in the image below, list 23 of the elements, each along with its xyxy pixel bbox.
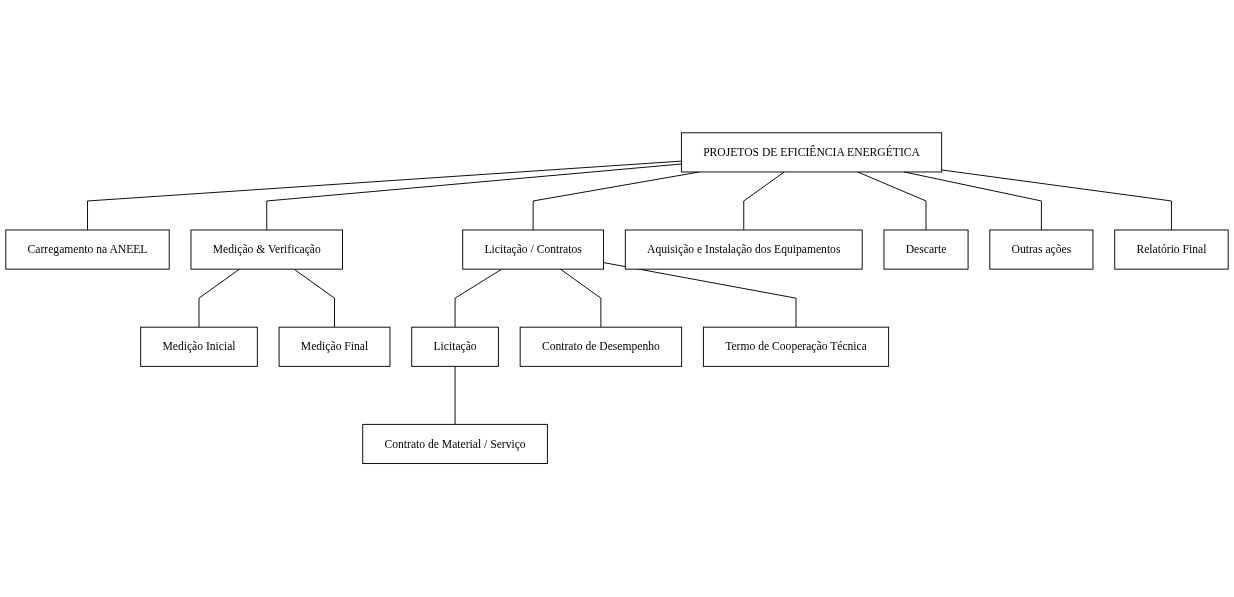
connector — [454, 366, 456, 426]
node-box: Medição Final — [278, 327, 391, 368]
node-box: Medição & Verificação — [190, 229, 343, 270]
node-box: Outras ações — [989, 229, 1094, 270]
connector — [603, 262, 797, 328]
node-box: Medição Inicial — [140, 327, 258, 368]
connector — [559, 269, 602, 328]
node-box: Licitação — [411, 327, 499, 368]
node-box: Licitação / Contratos — [462, 229, 605, 270]
node-box: Relatório Final — [1114, 229, 1229, 270]
node-box: Contrato de Material / Serviço — [362, 424, 548, 465]
node-box: Termo de Cooperação Técnica — [702, 327, 890, 368]
node-box: Contrato de Desempenho — [519, 327, 683, 368]
connector — [293, 269, 335, 328]
node-box: Aquisição e Instalação dos Equipamentos — [624, 229, 863, 270]
connector — [743, 171, 785, 231]
node-box: PROJETOS DE EFICIÊNCIA ENERGÉTICA — [680, 132, 943, 173]
connector — [941, 169, 1172, 231]
node-box: Carregamento na ANEEL — [5, 229, 170, 270]
connector — [87, 161, 682, 231]
node-box: Descarte — [883, 229, 969, 270]
connector — [198, 269, 240, 328]
connector — [266, 163, 682, 231]
